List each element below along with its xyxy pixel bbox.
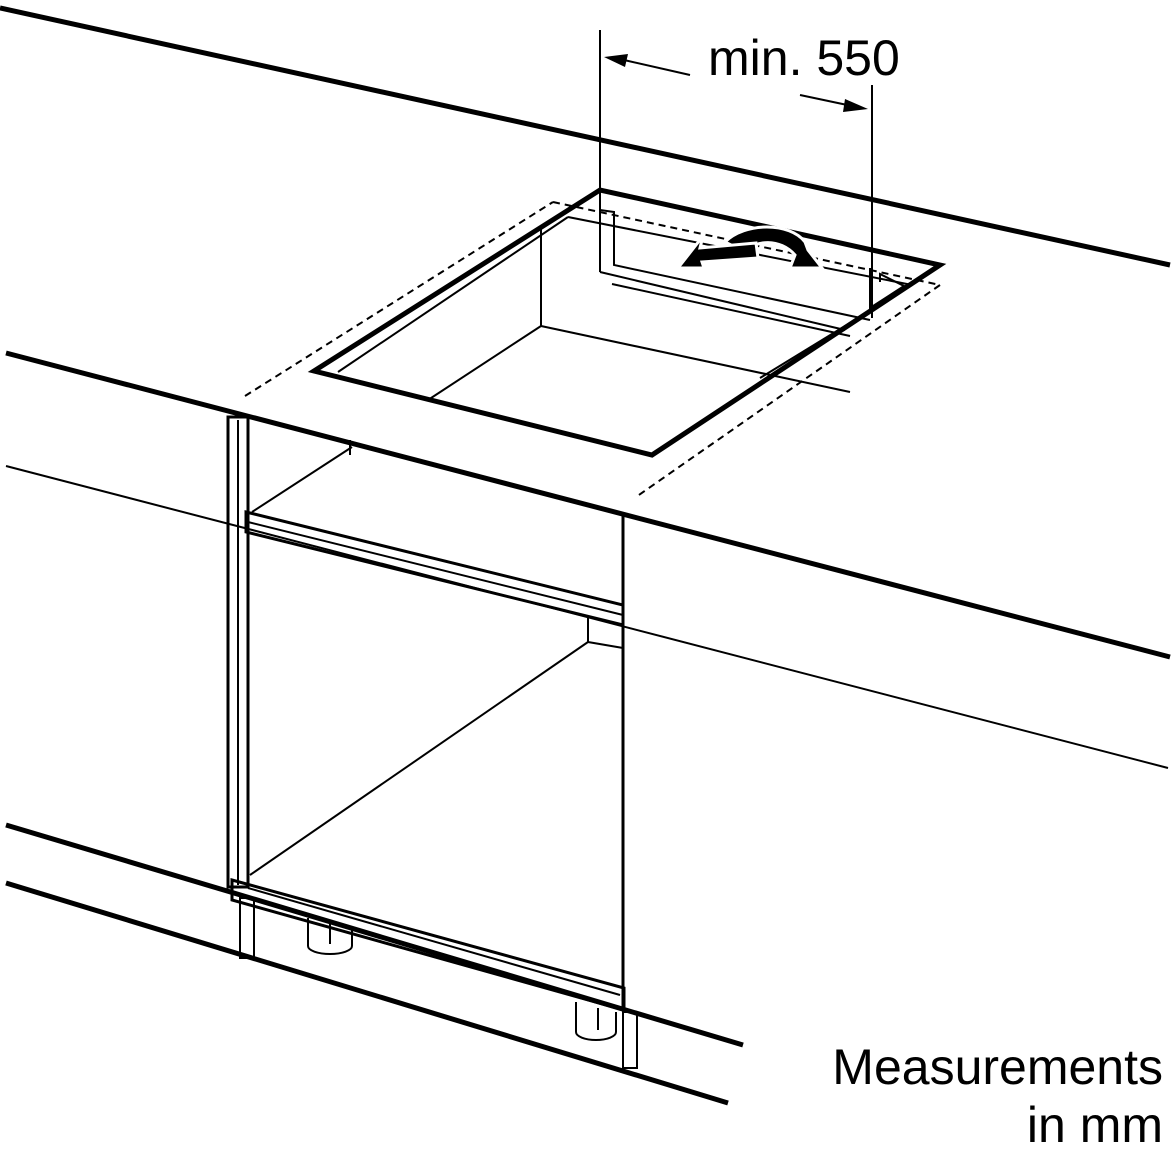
base-cabinet: [226, 415, 638, 1069]
plinth-bottom-line: [5, 880, 729, 1106]
worktop-cutout-edge: [307, 187, 947, 458]
worktop-back-edge: [0, 5, 1171, 268]
airflow-arrows-icon: [674, 225, 826, 270]
cabinet-feet: [307, 918, 617, 1041]
cutout-notches: [599, 209, 907, 337]
worktop-front-edge: [5, 350, 1171, 660]
minimum-dimension-label: min. 550: [708, 30, 900, 86]
dimension-lines: [599, 30, 873, 318]
cutout-inner-walls: [337, 216, 913, 401]
units-note-line-2: in mm: [1026, 1097, 1163, 1153]
units-note-line-1: Measurements: [832, 1039, 1163, 1095]
units-note: Measurements in mm: [832, 1038, 1163, 1154]
